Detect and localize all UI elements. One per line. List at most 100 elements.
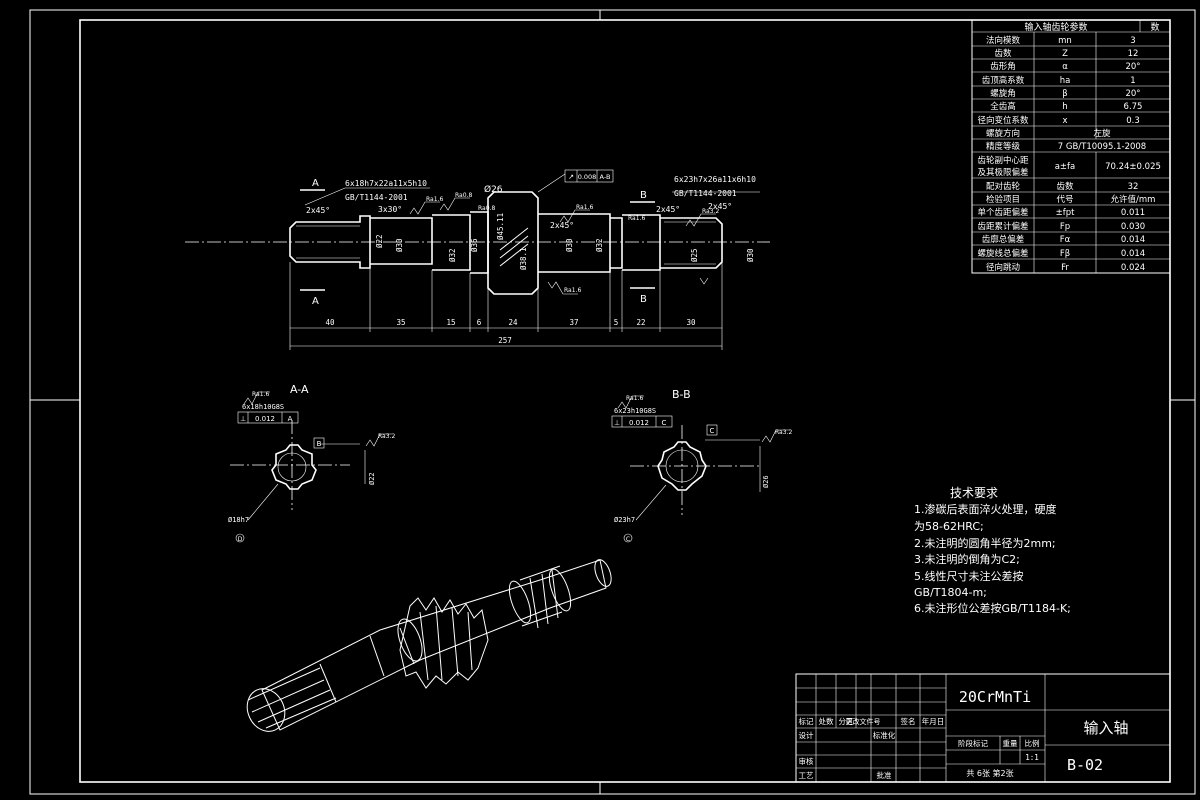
param-value: 0.3 bbox=[1126, 116, 1140, 126]
shaft-step-32 bbox=[432, 214, 471, 271]
param-value: 12 bbox=[1128, 49, 1139, 59]
dia-label: Ø36 bbox=[470, 238, 479, 252]
tb-header: 标记 bbox=[799, 716, 814, 726]
param-symbol: mn bbox=[1058, 36, 1072, 46]
param-name: 法向模数 bbox=[986, 35, 1021, 46]
length-dim: 30 bbox=[686, 318, 696, 327]
param-name: 齿形角 bbox=[990, 61, 1016, 72]
dia-label: Ø32 bbox=[448, 248, 457, 262]
param-name: 全齿高 bbox=[990, 101, 1016, 112]
length-dim: 15 bbox=[446, 318, 455, 327]
frame-value: 0.012 bbox=[629, 419, 649, 427]
check-name: 齿廓总偏差 bbox=[982, 234, 1025, 245]
params-corner: 数 bbox=[1150, 21, 1159, 33]
param-value: 1 bbox=[1130, 76, 1135, 86]
check-value: 0.014 bbox=[1121, 235, 1145, 245]
params-title: 输入轴齿轮参数 bbox=[1024, 21, 1087, 33]
tb-header: 更改文件号 bbox=[846, 717, 881, 726]
spline-right-spec: 6x23h7x26a11x6h10 bbox=[674, 175, 756, 184]
tb-weight: 重量 bbox=[1003, 739, 1018, 748]
tol-frame-symbol: ↗ bbox=[568, 173, 574, 181]
frame-datum: C bbox=[662, 419, 667, 427]
roughness: Ra0.8 bbox=[478, 205, 495, 212]
dia-label: Ø32 bbox=[595, 238, 604, 252]
check-symbol: ±fpt bbox=[1056, 208, 1076, 218]
mate-symbol: 齿数 bbox=[1056, 181, 1074, 192]
param-value: 3 bbox=[1130, 36, 1135, 46]
chamfer-label: 2x45° bbox=[656, 205, 680, 214]
roughness: Ra0.8 bbox=[455, 192, 472, 199]
param-symbol: x bbox=[1062, 116, 1067, 126]
tb-stage: 阶段标记 bbox=[958, 738, 988, 748]
param-name: 径向变位系数 bbox=[977, 115, 1029, 126]
tb-sheets: 共 6张 第2张 bbox=[966, 768, 1013, 778]
check-symbol: Fr bbox=[1061, 263, 1069, 273]
dia-label: Ø30 bbox=[395, 238, 404, 252]
mate-label: 配对齿轮 bbox=[986, 181, 1021, 192]
dia-label: Ø38.1 bbox=[519, 247, 528, 270]
param-name: 螺旋角 bbox=[990, 88, 1016, 99]
spline-section-a bbox=[271, 444, 317, 490]
param-symbol: Z bbox=[1062, 49, 1068, 59]
param-value: 6.75 bbox=[1124, 102, 1143, 112]
dia-label: Ø30 bbox=[746, 248, 755, 262]
drawing-number: B-02 bbox=[1067, 756, 1103, 774]
total-length: 257 bbox=[498, 336, 512, 345]
param-symbol: ha bbox=[1060, 76, 1071, 86]
param-name: 齿数 bbox=[994, 48, 1012, 59]
section-b-b: B-B 6x23h10G8S ⊥ 0.012 C Ra1.6 C Ra3.2 Ø… bbox=[611, 388, 792, 543]
tech-title: 技术要求 bbox=[950, 486, 998, 500]
spline-left-spec: 6x18h7x22a11x5h10 bbox=[345, 179, 427, 188]
dia-label: Ø25 bbox=[690, 248, 699, 262]
outer-frame bbox=[29, 9, 1196, 795]
param-symbol: α bbox=[1062, 62, 1068, 72]
center-label-2: 及其极限偏差 bbox=[977, 167, 1028, 178]
shaft-main-view: 6x18h7x22a11x5h10 GB/T1144-2001 A A B B … bbox=[185, 169, 770, 350]
section-aa-spline: 6x18h10G8S bbox=[242, 403, 284, 411]
shaft-shoulder bbox=[610, 217, 623, 269]
length-dim: 24 bbox=[508, 318, 518, 327]
roughness: Ra1.6 bbox=[628, 215, 645, 222]
direction-value: 左旋 bbox=[1093, 128, 1111, 139]
check-name: 单个齿距偏差 bbox=[977, 207, 1028, 218]
section-bb-dia: Ø26 bbox=[762, 475, 770, 488]
frame-symbol: ⊥ bbox=[240, 415, 246, 423]
tb-header: 签名 bbox=[901, 716, 916, 726]
helix-hatch bbox=[499, 227, 529, 267]
tb-scale: 比例 bbox=[1025, 738, 1040, 748]
check-header: 检验项目 bbox=[986, 194, 1020, 205]
frame-value: 0.012 bbox=[255, 415, 275, 423]
tech-line: 为58-62HRC; bbox=[914, 520, 984, 533]
tech-line: 3.未注明的倒角为C2; bbox=[914, 552, 1020, 566]
accuracy-value: 7 GB/T10095.1-2008 bbox=[1058, 142, 1146, 152]
section-aa-rough-top: Ra1.6 bbox=[252, 391, 269, 398]
tech-line: 5.线性尺寸未注公差按 bbox=[914, 569, 1024, 583]
param-symbol: h bbox=[1062, 102, 1067, 112]
dia-label: Ø30 bbox=[565, 238, 574, 252]
tb-design: 设计 bbox=[799, 730, 814, 740]
material: 20CrMnTi bbox=[959, 688, 1031, 706]
dia-label: Ø45.11 bbox=[496, 213, 505, 240]
section-b-bottom: B bbox=[640, 294, 647, 305]
param-name: 齿顶高系数 bbox=[982, 75, 1025, 86]
check-value: 0.024 bbox=[1121, 263, 1145, 273]
section-bb-marker: C bbox=[626, 536, 630, 543]
roughness: Ra1.6 bbox=[564, 287, 581, 294]
check-symbol: Fβ bbox=[1060, 249, 1070, 259]
check-name: 径向跳动 bbox=[986, 262, 1021, 273]
check-header: 允许值/mm bbox=[1111, 194, 1156, 205]
param-value: 20° bbox=[1125, 89, 1140, 99]
title-block: 20CrMnTi 输入轴 B-02 标记 处数 分区 更改文件号 签名 年月日 … bbox=[795, 673, 1171, 783]
section-b-top: B bbox=[640, 190, 647, 201]
tech-line: 1.渗碳后表面淬火处理，硬度 bbox=[914, 502, 1057, 516]
check-name: 螺旋线总偏差 bbox=[977, 248, 1028, 259]
spline-right-std: GB/T1144-2001 bbox=[674, 189, 737, 198]
tb-standard: 标准化 bbox=[873, 730, 896, 740]
spline-left-std: GB/T1144-2001 bbox=[345, 193, 408, 202]
chamfer-label: 3x30° bbox=[378, 205, 402, 214]
tb-header: 处数 bbox=[819, 716, 834, 726]
check-name: 齿距累计偏差 bbox=[977, 221, 1028, 232]
section-bb-rough-top: Ra1.6 bbox=[626, 395, 643, 402]
tech-line: 6.未注形位公差按GB/T1184-K; bbox=[914, 601, 1071, 615]
section-aa-dia: Ø22 bbox=[368, 472, 376, 485]
